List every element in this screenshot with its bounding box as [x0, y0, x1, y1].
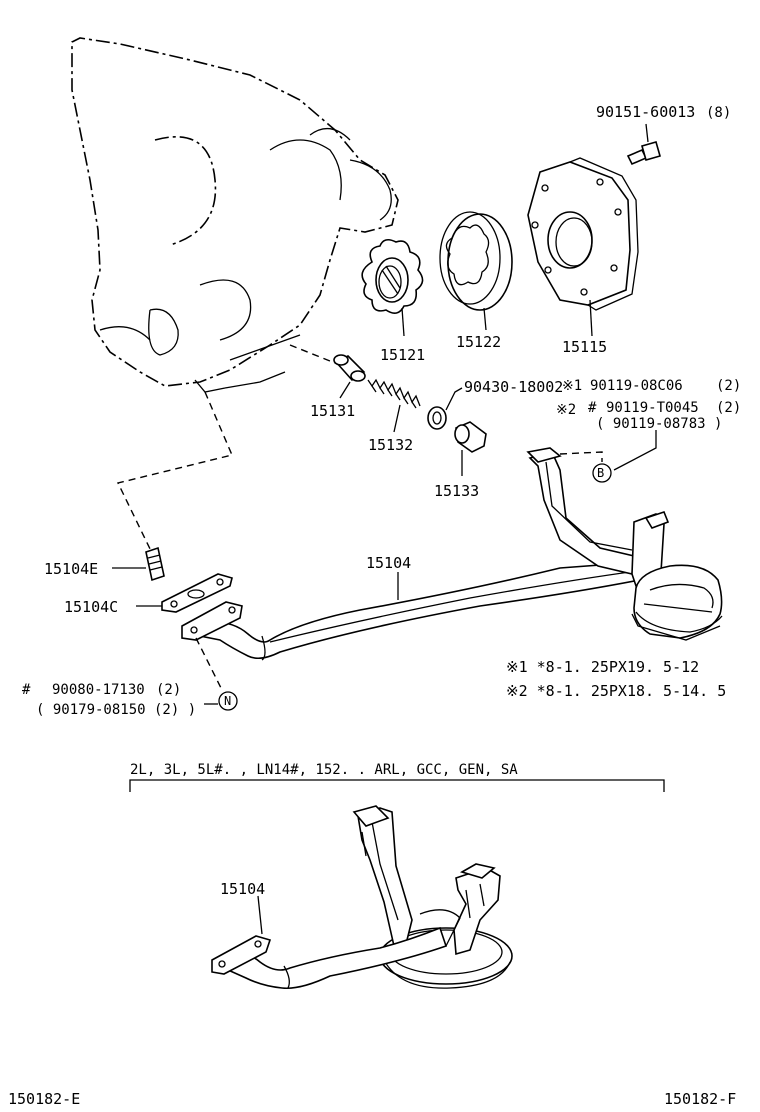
- label-left-part2: ( 90179-08150 (2) ): [36, 702, 196, 718]
- outer-rotor-15122: [439, 211, 513, 311]
- label-15122: 15122: [456, 333, 501, 351]
- footer-code-left: 150182-E: [8, 1090, 80, 1108]
- leader-engine-to-15104e: [116, 391, 233, 554]
- label-left-hash: #: [22, 682, 31, 698]
- label-90430-18002: 90430-18002: [464, 378, 563, 396]
- label-15132: 15132: [368, 436, 413, 454]
- label-bolt-90151-60013: 90151-60013: [596, 103, 695, 121]
- label-15115: 15115: [562, 338, 607, 356]
- label-15121: 15121: [380, 346, 425, 364]
- callout-b-circle: [592, 463, 612, 483]
- gasket-90430-18002: [427, 406, 447, 430]
- inner-rotor-15121: [361, 238, 424, 314]
- spec-note-2: ※2 *8-1. 25PX18. 5-14. 5: [506, 682, 726, 700]
- variant-heading: 2L, 3L, 5L#. , LN14#, 152. . ARL, GCC, G…: [130, 762, 518, 778]
- leader-15121: [401, 307, 405, 337]
- label-note1-part: 90119-08C06: [590, 378, 683, 394]
- label-note2-part: 90119-T0045: [606, 400, 699, 416]
- leader-callout-b: [613, 430, 657, 471]
- label-left-part1: 90080-17130: [52, 682, 145, 698]
- label-15104: 15104: [366, 554, 411, 572]
- label-15104-lower: 15104: [220, 880, 265, 898]
- leader-b-to-strainer: [559, 451, 603, 462]
- leader-90430-18002: [445, 387, 463, 411]
- oil-strainer-15104: [181, 447, 723, 661]
- callout-n-circle: [218, 691, 238, 711]
- leader-n-to-flange: [195, 637, 223, 691]
- label-bolt-90151-60013-qty: (8): [706, 105, 731, 121]
- leader-15122: [483, 307, 487, 331]
- callout-n-letter: N: [224, 694, 231, 708]
- label-15133: 15133: [434, 482, 479, 500]
- label-note2-hash: #: [588, 400, 597, 416]
- label-note2-mark: ※2: [556, 402, 576, 418]
- leader-engine-to-15131: [289, 344, 341, 366]
- leader-15104-lower: [257, 895, 263, 935]
- leader-15132: [393, 404, 401, 433]
- footer-code-right: 150182-F: [664, 1090, 736, 1108]
- spec-note-1: ※1 *8-1. 25PX19. 5-12: [506, 658, 699, 676]
- label-note1-qty: (2): [716, 378, 741, 394]
- leader-15115: [589, 299, 593, 337]
- label-15104e: 15104E: [44, 560, 98, 578]
- label-note1-mark: ※1: [562, 378, 582, 394]
- label-left-part1-qty: (2): [156, 682, 181, 698]
- relief-valve-spring-15132: [367, 378, 421, 409]
- variant-bracket-line: [129, 779, 665, 792]
- label-15104c: 15104C: [64, 598, 118, 616]
- label-15131: 15131: [310, 402, 355, 420]
- callout-b-letter: B: [597, 466, 604, 480]
- relief-valve-15131: [333, 354, 366, 382]
- label-note2-qty: (2): [716, 400, 741, 416]
- stud-15104e: [145, 546, 165, 582]
- label-note2-alt: ( 90119-08783 ): [596, 416, 722, 432]
- oil-strainer-15104-variant: [211, 805, 513, 990]
- bolt-90151-60013: [626, 123, 661, 166]
- gasket-15104c: [161, 573, 233, 613]
- plug-15133: [454, 421, 487, 453]
- oil-pump-cover-15115: [527, 157, 639, 311]
- engine-block-outline: [71, 37, 399, 393]
- leader-15131: [339, 381, 351, 399]
